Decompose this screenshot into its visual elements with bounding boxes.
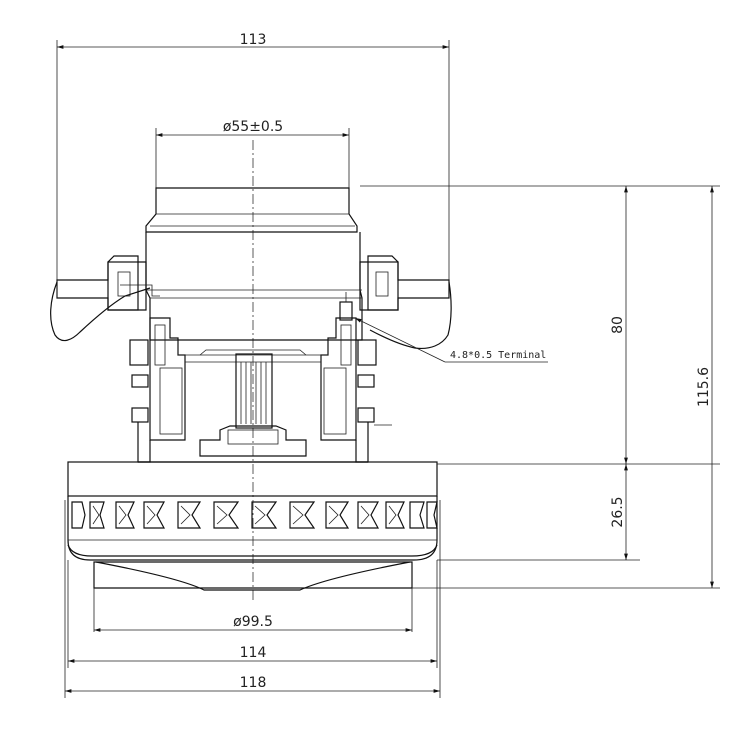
dimension-top-width-label: 113 [240, 32, 267, 48]
left-brush-holder [50, 255, 160, 342]
dimension-overall-width-label: 118 [240, 675, 267, 691]
commutator-bars [240, 362, 267, 424]
dimension-shaft-diameter-label: ø55±0.5 [223, 119, 283, 135]
fan-housing [67, 461, 438, 561]
dimension-fan-width-label: 114 [240, 645, 267, 661]
motor-top-cap [145, 187, 358, 233]
dimension-fan-height: 26.5 [437, 464, 640, 561]
dimension-top-width: 113 [56, 32, 450, 285]
motor-housing [145, 232, 363, 341]
terminal-callout-label: 4.8*0.5 Terminal [450, 350, 546, 361]
dimension-fan-width: 114 [67, 560, 438, 668]
dimension-upper-height: 80 [360, 185, 720, 465]
dimension-outlet-diameter: ø99.5 [94, 614, 412, 632]
right-brush-holder [339, 255, 452, 350]
dimension-shaft-diameter: ø55±0.5 [155, 119, 350, 190]
dimension-upper-height-label: 80 [610, 316, 626, 334]
dimension-total-height-label: 115.6 [696, 367, 712, 407]
fan-vents [71, 501, 438, 529]
dimension-overall-width: 118 [64, 500, 441, 698]
terminal-callout: 4.8*0.5 Terminal [354, 317, 548, 363]
dimension-outlet-diameter-label: ø99.5 [233, 614, 273, 630]
dimension-total-height: 115.6 [412, 186, 720, 589]
dimension-fan-height-label: 26.5 [610, 496, 626, 527]
